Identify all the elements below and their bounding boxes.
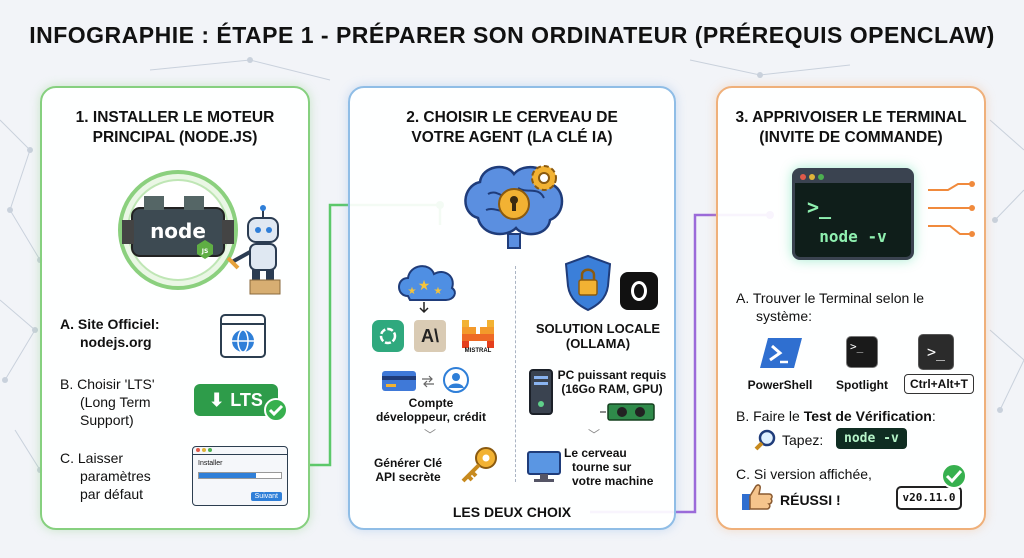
- check-circle-icon: [941, 463, 967, 489]
- lts-button: ⬇LTS: [194, 384, 278, 416]
- both-choices-footer: LES DEUX CHOIX: [452, 504, 572, 520]
- engine-small-label: JS: [201, 248, 209, 255]
- choice-divider: [515, 266, 516, 482]
- panel3-step-c-line1: C. Si version affichée,: [736, 466, 872, 482]
- panel-choose-brain: 2. CHOISIR LE CERVEAU DE VOTRE AGENT (LA…: [348, 86, 676, 530]
- linux-terminal-icon: >_: [918, 334, 954, 370]
- panel1-step-b-label: B. Choisir 'LTS': [60, 376, 155, 392]
- right-req-line2: (16Go RAM, GPU): [561, 382, 663, 396]
- key-icon: [461, 447, 497, 483]
- success-label: RÉUSSI !: [780, 492, 841, 508]
- mistral-logo-icon: [462, 320, 494, 348]
- right-run-line3: votre machine: [572, 474, 654, 488]
- left-key-line2: API secrète: [375, 470, 441, 484]
- panel2-title-line1: 2. CHOISIR LE CERVEAU DE: [406, 109, 618, 126]
- openai-logo-icon: [372, 320, 404, 352]
- right-title-line1: SOLUTION LOCALE: [535, 321, 661, 336]
- anthropic-logo-icon: A\: [414, 320, 446, 352]
- right-run-line2: tourne sur: [572, 460, 632, 474]
- installer-next-button: Suivant: [250, 492, 282, 501]
- panel2-title-line2: VOTRE AGENT (LA CLÉ IA): [411, 129, 613, 146]
- desktop-computer-icon: [527, 451, 561, 482]
- ollama-logo-icon: [620, 272, 658, 310]
- panel3-title-line2: (INVITE DE COMMANDE): [759, 129, 943, 146]
- panel1-title-line1: 1. INSTALLER LE MOTEUR: [75, 109, 275, 126]
- panel1-step-a-value: nodejs.org: [80, 334, 152, 350]
- panel1-step-c-line3: par défaut: [80, 486, 144, 502]
- left-account-line1: Compte: [408, 396, 454, 410]
- browser-globe-icon: [220, 314, 266, 358]
- circuit-lines-icon: [928, 181, 975, 237]
- terminal-window: >_ node -v: [792, 168, 914, 260]
- os-shortcut-label: Ctrl+Alt+T: [904, 374, 974, 394]
- check-icon: [264, 398, 288, 422]
- panel3-step-b: B. Faire le Test de Vérification:: [736, 408, 936, 424]
- left-key-line1: Générer Clé: [373, 456, 443, 470]
- page-title: INFOGRAPHIE : ÉTAPE 1 - PRÉPARER SON ORD…: [29, 22, 995, 48]
- tapez-label: Tapez:: [782, 432, 824, 448]
- version-badge: v20.11.0: [896, 486, 962, 510]
- svg-text:★: ★: [408, 286, 417, 297]
- brain-lock-icon: [464, 165, 564, 249]
- terminal-command: node -v: [819, 227, 887, 246]
- robot-icon: [226, 205, 279, 284]
- os-powershell-label: PowerShell: [747, 378, 813, 392]
- installer-title: Installer: [198, 460, 223, 467]
- left-account-line2: développeur, crédit: [375, 410, 487, 424]
- right-run-line1: Le cerveau: [564, 446, 627, 460]
- panel1-step-b-detail2: Support): [80, 412, 134, 428]
- panel3-title-line1: 3. APPRIVOISER LE TERMINAL: [735, 109, 967, 126]
- chevron-down-icon: ﹀: [424, 428, 437, 442]
- node-engine-icon: node JS: [118, 170, 281, 295]
- svg-text:★: ★: [418, 277, 431, 293]
- terminal-prompt: >_: [807, 195, 832, 219]
- mistral-label: MISTRAL: [464, 348, 492, 354]
- thumbs-up-icon: [742, 484, 773, 510]
- magnifier-icon: [754, 429, 776, 451]
- right-title-line2: (OLLAMA): [565, 336, 631, 351]
- panel1-step-a-label: A. Site Officiel:: [60, 316, 160, 332]
- gpu-icon: [600, 403, 655, 421]
- tapez-command: node -v: [836, 428, 907, 449]
- engine-label: node: [150, 219, 206, 243]
- panel1-step-c-line2: paramètres: [80, 468, 151, 484]
- right-req-line1: PC puissant requis: [557, 368, 667, 382]
- download-icon: ⬇: [209, 389, 225, 410]
- panel3-step-a-line1: A. Trouver le Terminal selon le: [736, 290, 925, 306]
- chevron-down-icon-right: ﹀: [588, 428, 601, 442]
- panel-install-node: 1. INSTALLER LE MOTEUR PRINCIPAL (NODE.J…: [40, 86, 310, 530]
- panel1-step-c-line1: C. Laisser: [60, 450, 124, 466]
- powershell-icon: [760, 338, 802, 368]
- spotlight-terminal-icon: >_: [846, 336, 878, 368]
- cloud-stars-icon: ★ ★ ★: [398, 265, 456, 314]
- panel3-step-a-line2: système:: [756, 308, 813, 324]
- panel-terminal: 3. APPRIVOISER LE TERMINAL (INVITE DE CO…: [716, 86, 986, 530]
- panel1-title-line2: PRINCIPAL (NODE.JS): [92, 129, 258, 146]
- panel1-step-b-detail1: (Long Term: [80, 394, 151, 410]
- card-user-icon: [382, 367, 469, 393]
- shield-lock-icon: [564, 254, 612, 312]
- svg-text:★: ★: [434, 286, 443, 297]
- os-spotlight-label: Spotlight: [836, 378, 888, 392]
- installer-window: Installer Suivant: [192, 446, 288, 506]
- pc-tower-icon: [529, 369, 553, 415]
